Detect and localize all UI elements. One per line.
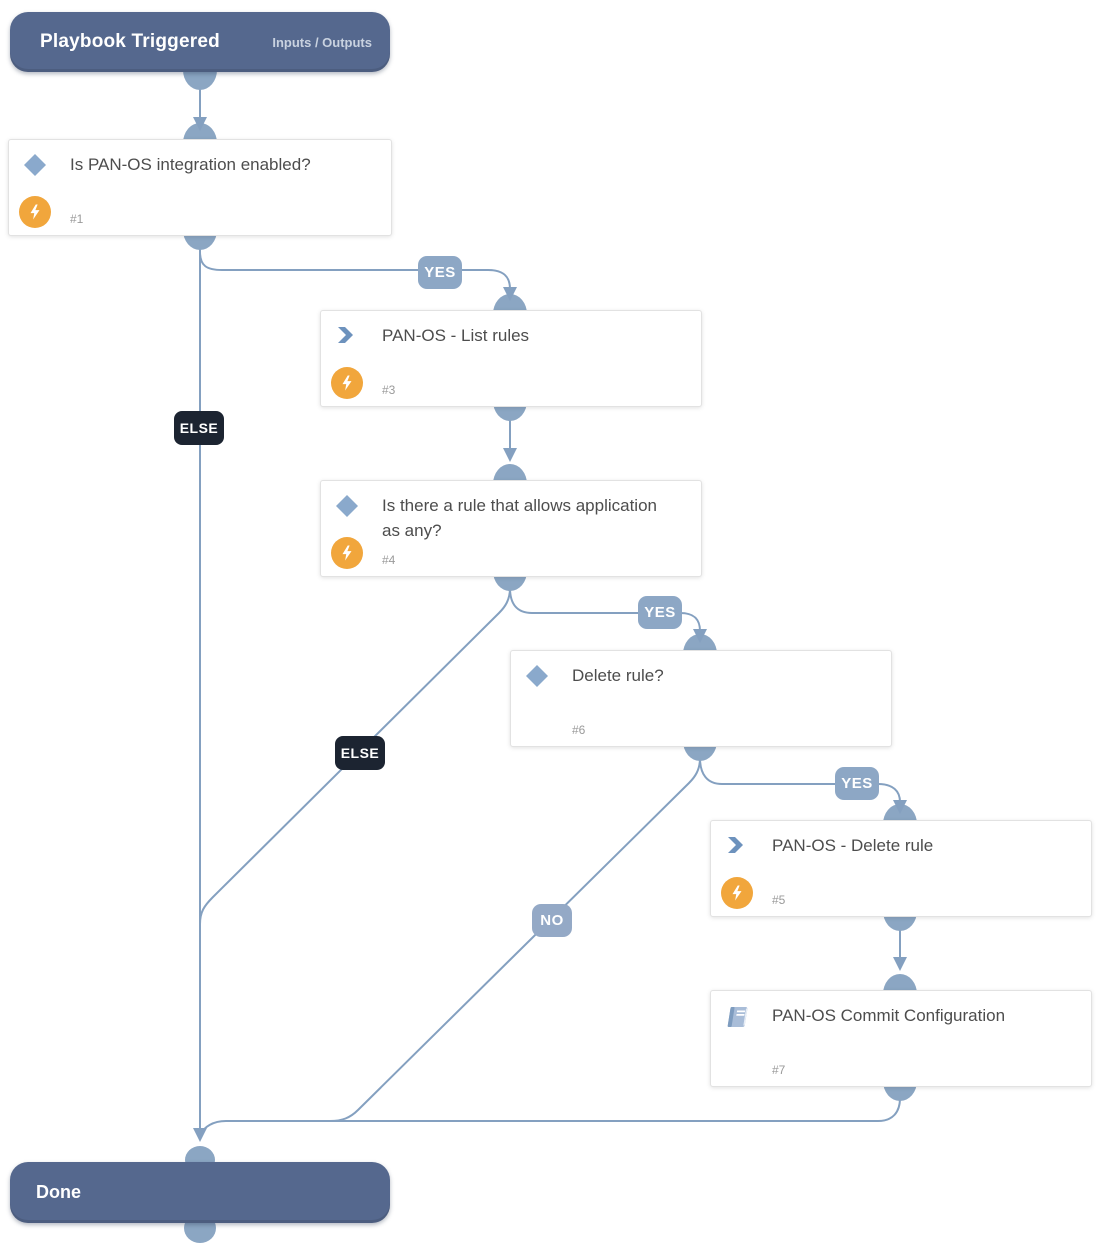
arrowhead-icon	[893, 957, 907, 971]
edge-label-yes-3: YES	[835, 767, 879, 800]
task-node-5[interactable]: PAN-OS - Delete rule #5	[710, 820, 1092, 917]
arrowhead-icon	[693, 629, 707, 643]
edge-label-yes-1: YES	[418, 256, 462, 289]
lightning-bolt-icon	[721, 877, 753, 909]
task-title: Is PAN-OS integration enabled?	[70, 155, 311, 174]
edge-yes-3	[699, 757, 901, 803]
condition-diamond-icon	[24, 154, 46, 176]
edge-label-else-2: ELSE	[335, 736, 385, 770]
arrowhead-icon	[893, 800, 907, 814]
lightning-bolt-icon	[19, 196, 51, 228]
task-number: #6	[572, 723, 586, 737]
arrowhead-icon	[503, 448, 517, 462]
task-title: PAN-OS - Delete rule	[772, 836, 934, 855]
edge-label-yes-2: YES	[638, 596, 682, 629]
inputs-outputs-link[interactable]: Inputs / Outputs	[272, 34, 372, 50]
task-node-6[interactable]: Delete rule? #6	[510, 650, 892, 747]
task-node-4[interactable]: Is there a rule that allows application …	[320, 480, 702, 577]
playbook-triggered-node[interactable]: Playbook Triggered Inputs / Outputs	[10, 12, 390, 72]
edge-yes-2	[509, 587, 701, 632]
edge-7-to-done	[200, 1097, 901, 1135]
edge-no-1	[329, 757, 701, 1122]
task-number: #5	[772, 893, 786, 907]
task-node-3[interactable]: PAN-OS - List rules #3	[320, 310, 702, 407]
edge-label-else-1: ELSE	[174, 411, 224, 445]
task-title: PAN-OS Commit Configuration	[772, 1006, 1006, 1025]
condition-diamond-icon	[336, 495, 358, 517]
done-node[interactable]: Done	[10, 1162, 390, 1223]
task-title: Delete rule?	[572, 666, 664, 685]
lightning-bolt-icon	[331, 537, 363, 569]
arrowhead-icon	[193, 117, 207, 131]
book-icon	[727, 1007, 748, 1027]
task-node-1[interactable]: Is PAN-OS integration enabled? #1	[8, 139, 392, 236]
chevron-double-right-icon	[338, 327, 353, 343]
task-number: #4	[382, 553, 396, 567]
task-number: #3	[382, 383, 396, 397]
task-title: PAN-OS - List rules	[382, 326, 530, 345]
task-title: Is there a rule that allows application …	[382, 496, 657, 540]
chevron-double-right-icon	[728, 837, 743, 853]
task-number: #7	[772, 1063, 786, 1077]
condition-diamond-icon	[526, 665, 548, 687]
playbook-triggered-title: Playbook Triggered	[40, 31, 220, 52]
arrowheads	[193, 117, 907, 1142]
lightning-bolt-icon	[331, 367, 363, 399]
edge-yes-1	[199, 251, 511, 290]
done-title: Done	[36, 1182, 81, 1202]
task-number: #1	[70, 212, 84, 226]
arrowhead-icon	[193, 1128, 207, 1142]
task-node-7[interactable]: PAN-OS Commit Configuration #7	[710, 990, 1092, 1087]
edge-label-no-1: NO	[532, 904, 572, 937]
arrowhead-icon	[503, 287, 517, 301]
